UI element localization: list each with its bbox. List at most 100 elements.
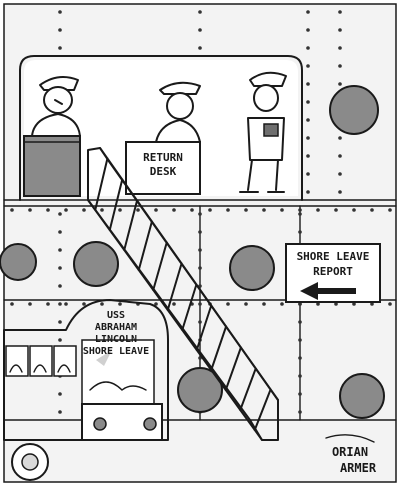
rivet [58,248,62,252]
shore-leave-sign-line2: REPORT [313,265,353,278]
rivet [46,208,50,212]
rivet [58,10,62,14]
ladder-rung [137,220,153,271]
ladder-rung [210,325,228,371]
rivet [338,64,342,68]
shore-leave-bus: USS ABRAHAM LINCOLN SHORE LEAVE [3,299,169,481]
rivet [388,208,392,212]
rivet [306,100,310,104]
rivet [58,28,62,32]
rivet [198,248,202,252]
rivet [316,208,320,212]
rivet [64,208,68,212]
porthole [339,373,385,419]
rivet [198,302,202,306]
rivet [58,46,62,50]
rivet [298,208,302,212]
rivet [82,208,86,212]
rivet [58,410,62,414]
rivet [118,302,122,306]
rivet [306,136,310,140]
left-arrow-icon [300,282,356,300]
rivet [370,208,374,212]
ladder-rung [94,157,109,211]
rivet [244,208,248,212]
rivet [338,46,342,50]
rivet [244,302,248,306]
rivet [338,28,342,32]
bus-windows [5,345,77,377]
porthole [329,85,379,135]
rivet [190,208,194,212]
rivet [198,10,202,14]
ladder-rung [224,346,242,391]
rivet [306,46,310,50]
rivet [306,28,310,32]
ladder-rung [108,178,124,231]
portholes [0,85,385,419]
rivet [100,208,104,212]
rivet [58,212,62,216]
ladder-rung [123,199,139,251]
rivet [118,208,122,212]
porthole [0,243,37,281]
ladder-rung [181,283,198,331]
rivet [262,302,266,306]
bus-sign-line2: ABRAHAM [95,322,137,333]
rivet [198,28,202,32]
rivet [388,302,392,306]
rivet [28,208,32,212]
rivet [226,208,230,212]
rivet [338,190,342,194]
rivet [306,82,310,86]
rivet [154,302,158,306]
rivet [58,266,62,270]
rivet [298,410,302,414]
rivet [338,10,342,14]
rivet [370,302,374,306]
shore-leave-report-sign: SHORE LEAVE REPORT [285,243,381,303]
rivet [58,338,62,342]
rivet [262,208,266,212]
rivet [46,302,50,306]
ladder-rung [253,388,272,431]
rivet [82,302,86,306]
bus-sign-line3: LINCOLN [95,334,137,345]
rivet [58,230,62,234]
rivet [58,302,62,306]
artist-signature: ORIAN ARMER [325,434,377,475]
rivet [352,208,356,212]
rivet [298,356,302,360]
rivet [338,154,342,158]
rivet [298,374,302,378]
ladder-rung [239,367,257,411]
rivet [338,136,342,140]
rivet [338,82,342,86]
porthole [73,241,119,287]
porthole [229,245,275,291]
officer-left [31,75,81,137]
porthole [177,367,223,413]
rivet [64,302,68,306]
left-desk [23,135,81,197]
rivet [334,208,338,212]
signature-line1: ORIAN [332,445,368,459]
standing-sailor [239,71,287,193]
rivet [298,338,302,342]
shore-leave-sign-line1: SHORE LEAVE [297,250,370,263]
rivet [280,302,284,306]
ladder-rung [166,262,183,311]
rivet [10,302,14,306]
rivet [58,284,62,288]
rivet [306,118,310,122]
rivet [198,320,202,324]
officer-center [155,81,201,143]
return-desk: RETURN DESK [125,141,201,195]
rivet [334,302,338,306]
rivet [306,154,310,158]
rivet [172,208,176,212]
rivet [352,302,356,306]
rivet [306,172,310,176]
rivet [58,320,62,324]
